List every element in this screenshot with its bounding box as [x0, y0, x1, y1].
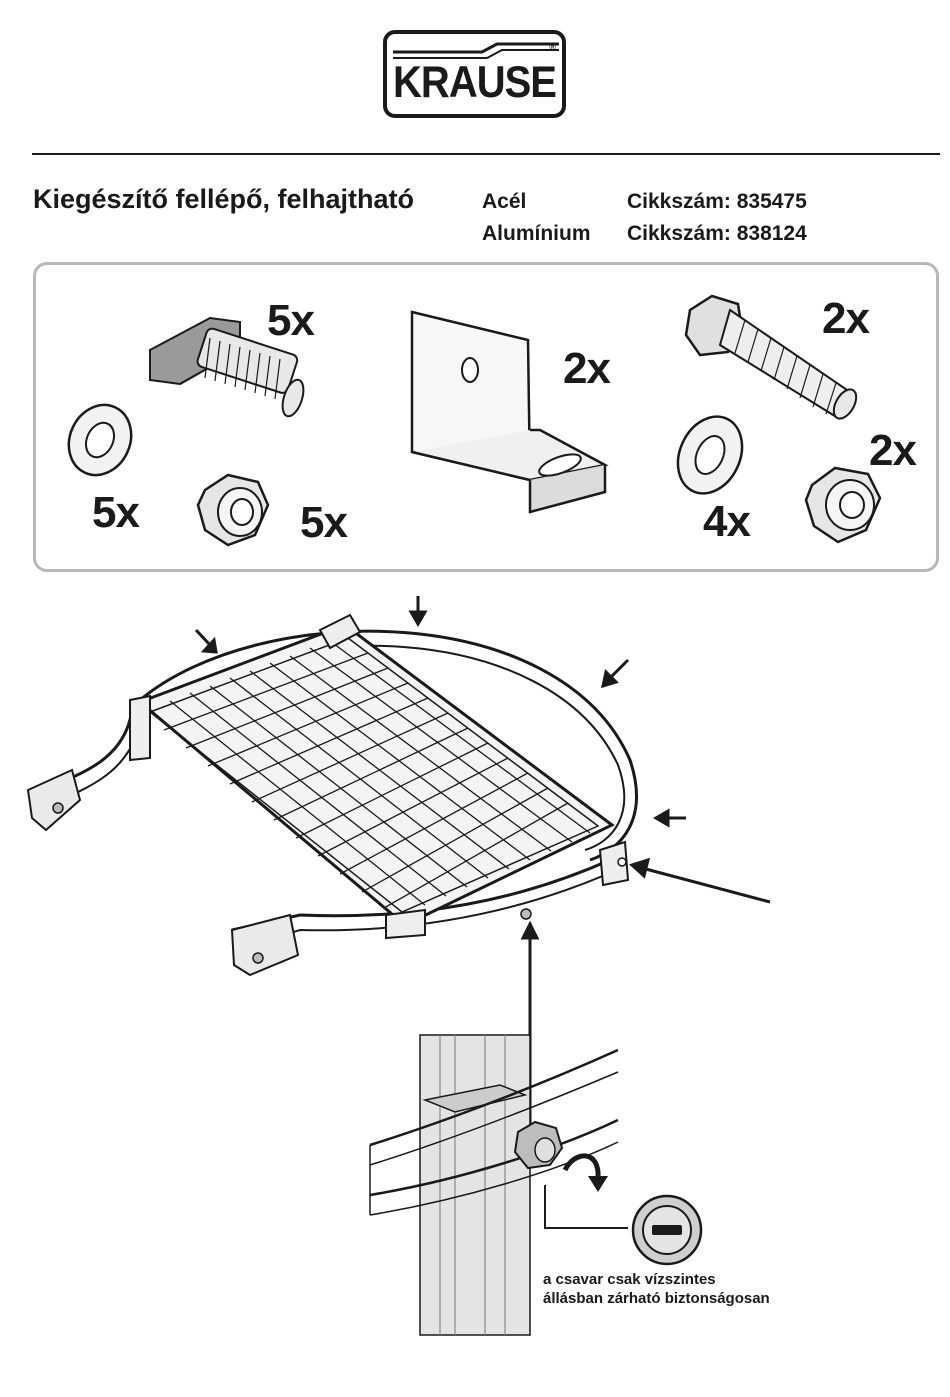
platform-assembly-drawing — [28, 615, 636, 975]
angle-bracket-icon — [412, 312, 605, 512]
locking-note: a csavar csak vízszintes állásban zárhat… — [543, 1270, 770, 1308]
qty-t-bolt: 5x — [267, 296, 314, 346]
washer-small-icon — [58, 395, 143, 486]
note-line-1: a csavar csak vízszintes — [543, 1270, 770, 1289]
qty-angle-bracket: 2x — [563, 344, 610, 394]
qty-washer-small: 5x — [92, 488, 139, 538]
qty-washer-large: 4x — [703, 497, 750, 547]
nut-large-icon — [806, 468, 880, 542]
washer-large-icon — [666, 406, 754, 504]
qty-nut-large: 2x — [869, 426, 916, 476]
qty-nut-small: 5x — [300, 498, 347, 548]
nut-small-icon — [198, 475, 268, 545]
note-line-2: állásban zárható biztonságosan — [543, 1289, 770, 1308]
qty-hex-bolt: 2x — [822, 294, 869, 344]
